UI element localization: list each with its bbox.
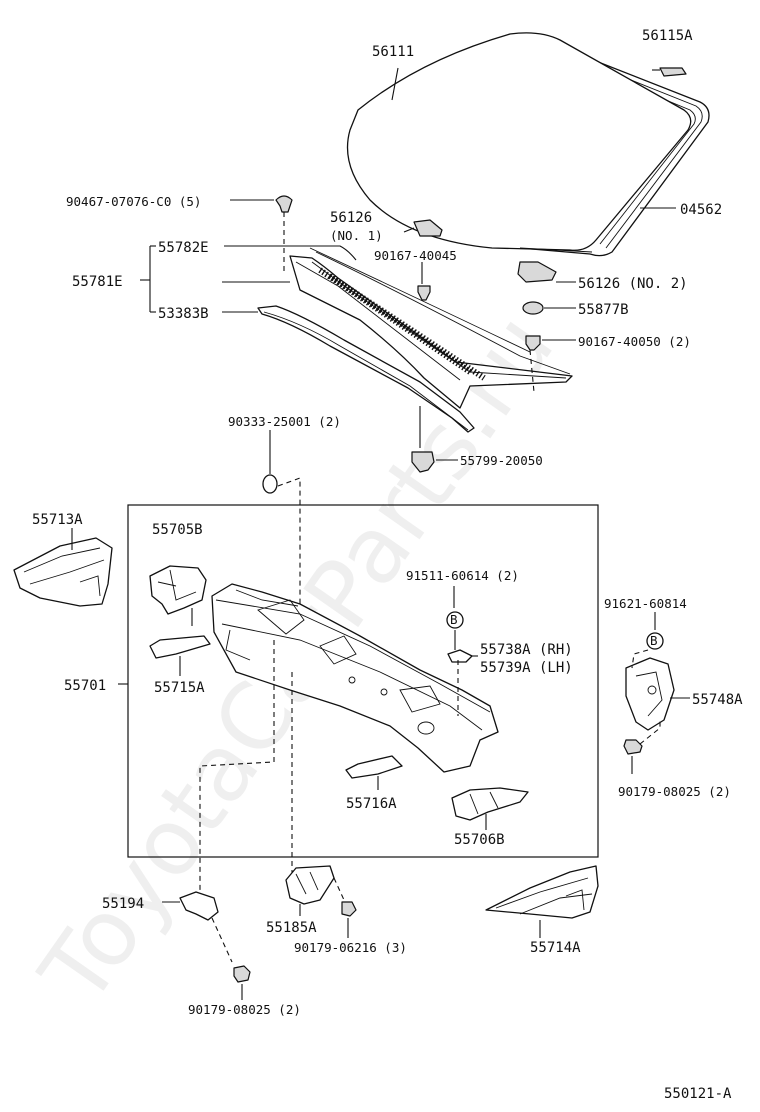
bracket-55715a <box>149 635 211 659</box>
label-nut-06216: 90179-06216 (3) <box>294 940 407 955</box>
label-brace-right: 55714A <box>530 940 581 956</box>
bracket-55194 <box>179 891 219 921</box>
clip-40045 <box>417 285 431 301</box>
bracket-55748a <box>625 657 675 731</box>
label-windshield-clip: 56115A <box>642 28 693 44</box>
label-moulding: 04562 <box>680 202 722 218</box>
label-stopper-no1: 56126 <box>330 210 372 226</box>
cowl-panel-box <box>127 504 599 858</box>
label-clip-40045: 90167-40045 <box>374 248 457 263</box>
grommet <box>262 474 278 494</box>
diagram-code: 550121-A <box>664 1086 732 1102</box>
label-bracket-lh: 55739A (LH) <box>480 660 573 676</box>
label-windshield: 56111 <box>372 44 414 60</box>
bracket-55705b <box>149 565 207 615</box>
bracket-55738a <box>447 649 473 663</box>
label-bracket-55716a: 55716A <box>346 796 397 812</box>
windshield-clip <box>659 67 687 77</box>
nut-06216 <box>341 901 357 917</box>
retainer-55799 <box>411 451 435 473</box>
callout-b-right-letter: B <box>650 633 658 648</box>
label-bracket-55185a: 55185A <box>266 920 317 936</box>
brace-55713a <box>13 537 113 607</box>
stopper-no2 <box>517 261 557 283</box>
windshield-glass <box>346 32 710 257</box>
label-grommet: 90333-25001 (2) <box>228 414 341 429</box>
label-bolt-91511: 91511-60614 (2) <box>406 568 519 583</box>
callout-b-left <box>446 611 464 629</box>
bracket-55716a <box>345 755 403 779</box>
label-bracket-rh: 55738A (RH) <box>480 642 573 658</box>
label-stopper-no2: 56126 (NO. 2) <box>578 276 688 292</box>
stopper-no1 <box>413 219 443 237</box>
label-bracket-55748a: 55748A <box>692 692 743 708</box>
bracket-55706b <box>451 787 529 821</box>
label-bracket-55194: 55194 <box>102 896 144 912</box>
cowl-panel <box>211 583 499 773</box>
label-louver-assy: 55781E <box>72 274 123 290</box>
label-nut-08025-bottom: 90179-08025 (2) <box>188 1002 301 1017</box>
label-bracket-55705b: 55705B <box>152 522 203 538</box>
label-stopper-no1-note: (NO. 1) <box>330 228 383 243</box>
label-clip-40050: 90167-40050 (2) <box>578 334 691 349</box>
label-nut-08025-right: 90179-08025 (2) <box>618 784 731 799</box>
label-louver-sub: 55782E <box>158 240 209 256</box>
label-seal: 53383B <box>158 306 209 322</box>
label-bracket-55715a: 55715A <box>154 680 205 696</box>
label-brace-left: 55713A <box>32 512 83 528</box>
clip-40050 <box>525 335 541 351</box>
label-bracket-55706b: 55706B <box>454 832 505 848</box>
cowl-seal <box>257 305 475 433</box>
label-screw-top: 90467-07076-C0 (5) <box>66 194 201 209</box>
callout-b-left-letter: B <box>450 612 458 627</box>
label-bolt-91621: 91621-60814 <box>604 596 687 611</box>
label-spacer: 55877B <box>578 302 629 318</box>
label-cowl-panel: 55701 <box>64 678 106 694</box>
nut-08025-bottom <box>233 965 251 983</box>
screw-top <box>275 195 293 213</box>
spacer-55877b <box>522 301 544 315</box>
brace-55714a <box>485 865 599 919</box>
label-retainer: 55799-20050 <box>460 453 543 468</box>
nut-08025-right <box>623 739 643 755</box>
bracket-55185a <box>285 865 335 905</box>
callout-b-right <box>646 632 664 650</box>
cowl-top-louver <box>289 247 573 409</box>
